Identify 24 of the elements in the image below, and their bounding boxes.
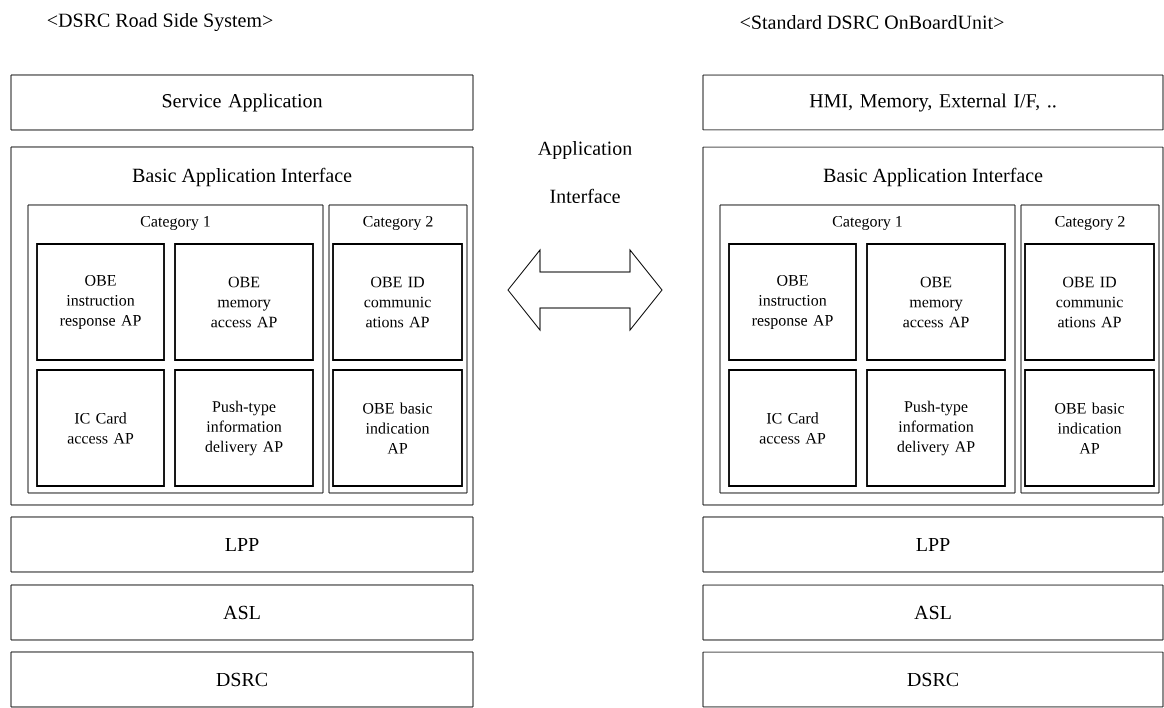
layer-box: HMI, Memory, External I/F, .. — [702, 74, 1164, 131]
layer-box: ASL — [10, 584, 474, 641]
double-arrow — [507, 249, 663, 331]
layer-box: ASL — [702, 584, 1164, 641]
module-box: Push-type information delivery AP — [174, 369, 314, 487]
layer-box: Service Application — [10, 74, 474, 131]
module-box: OBE memory access AP — [866, 243, 1006, 361]
module-box: OBE basic indication AP — [1024, 369, 1155, 487]
layer-box: LPP — [10, 516, 474, 573]
edge-label: Application Interface — [538, 140, 632, 203]
layer-box: LPP — [702, 516, 1164, 573]
layer-box: DSRC — [702, 651, 1164, 708]
module-box: Push-type information delivery AP — [866, 369, 1006, 487]
module-box: IC Card access AP — [728, 369, 857, 487]
heading: <DSRC Road Side System> — [47, 12, 273, 32]
module-box: OBE basic indication AP — [332, 369, 463, 487]
module-box: OBE instruction response AP — [728, 243, 857, 361]
module-box: OBE ID communic ations AP — [1024, 243, 1155, 361]
module-box: OBE instruction response AP — [36, 243, 165, 361]
heading: <Standard DSRC OnBoardUnit> — [740, 14, 1004, 29]
module-box: IC Card access AP — [36, 369, 165, 487]
layer-box: DSRC — [10, 651, 474, 708]
module-box: OBE ID communic ations AP — [332, 243, 463, 361]
module-box: OBE memory access AP — [174, 243, 314, 361]
